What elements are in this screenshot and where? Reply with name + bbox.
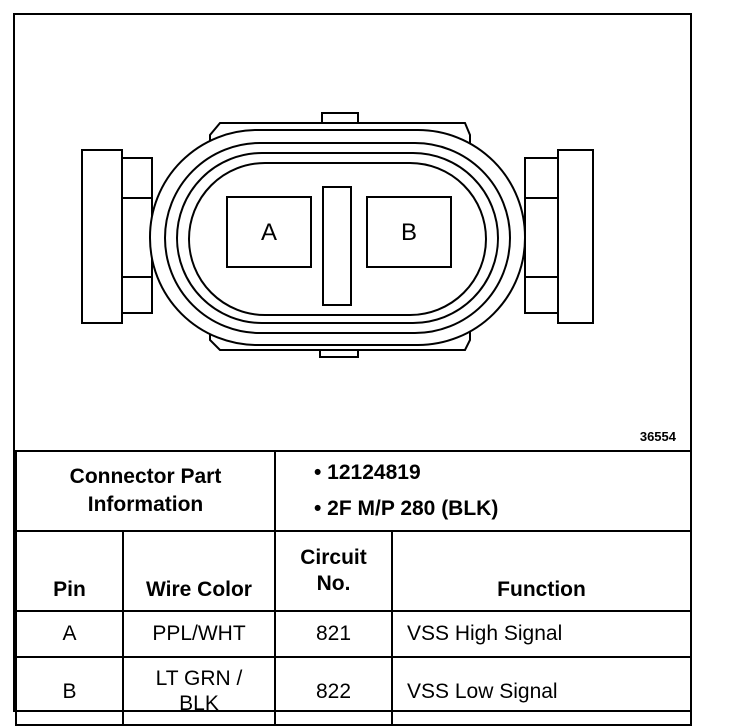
pin-label-a: A — [261, 219, 277, 246]
pin-cell: B — [15, 656, 124, 726]
circuit-cell: 821 — [274, 610, 393, 658]
wire-color-cell: PPL/WHT — [122, 610, 276, 658]
header-function: Function — [391, 530, 692, 612]
header-wire-color: Wire Color — [122, 530, 276, 612]
pin-label-b: B — [401, 219, 417, 246]
left-latch — [81, 149, 123, 324]
connector-drawing: A B — [81, 112, 594, 358]
connector-diagram: A B 36554 — [15, 15, 690, 450]
label-line-1: Connector Part — [69, 465, 222, 488]
right-latch — [557, 149, 594, 324]
connector-part-list: • 12124819 • 2F M/P 280 (BLK) — [274, 450, 692, 532]
header-circuit-line2: No. — [316, 572, 351, 595]
table-row: B LT GRN / BLK 822 VSS Low Signal — [15, 656, 692, 726]
label-line-2: Information — [87, 493, 204, 516]
connector-part-info-label: Connector Part Information — [15, 450, 276, 532]
wire-color-line2: BLK — [179, 692, 219, 715]
pin-cavity-a — [226, 196, 312, 268]
part-number: • 12124819 — [314, 461, 421, 484]
function-cell: VSS High Signal — [391, 610, 692, 658]
table-row: A PPL/WHT 821 VSS High Signal — [15, 610, 692, 658]
pin-cavity-b — [366, 196, 452, 268]
figure-number: 36554 — [639, 429, 676, 444]
circuit-cell: 822 — [274, 656, 393, 726]
pin-cell: A — [15, 610, 124, 658]
header-circuit-line1: Circuit — [300, 546, 367, 569]
center-divider — [322, 186, 352, 306]
connector-info-table: Connector Part Information • 12124819 • … — [15, 450, 692, 726]
document-frame: A B 36554 Connector Part Information • 1… — [13, 13, 692, 726]
function-cell: VSS Low Signal — [391, 656, 692, 726]
connector-description: • 2F M/P 280 (BLK) — [314, 497, 499, 520]
header-circuit-no: Circuit No. — [274, 530, 393, 612]
header-pin: Pin — [15, 530, 124, 612]
wire-color-line1: LT GRN / — [155, 667, 243, 690]
wire-color-cell: LT GRN / BLK — [122, 656, 276, 726]
